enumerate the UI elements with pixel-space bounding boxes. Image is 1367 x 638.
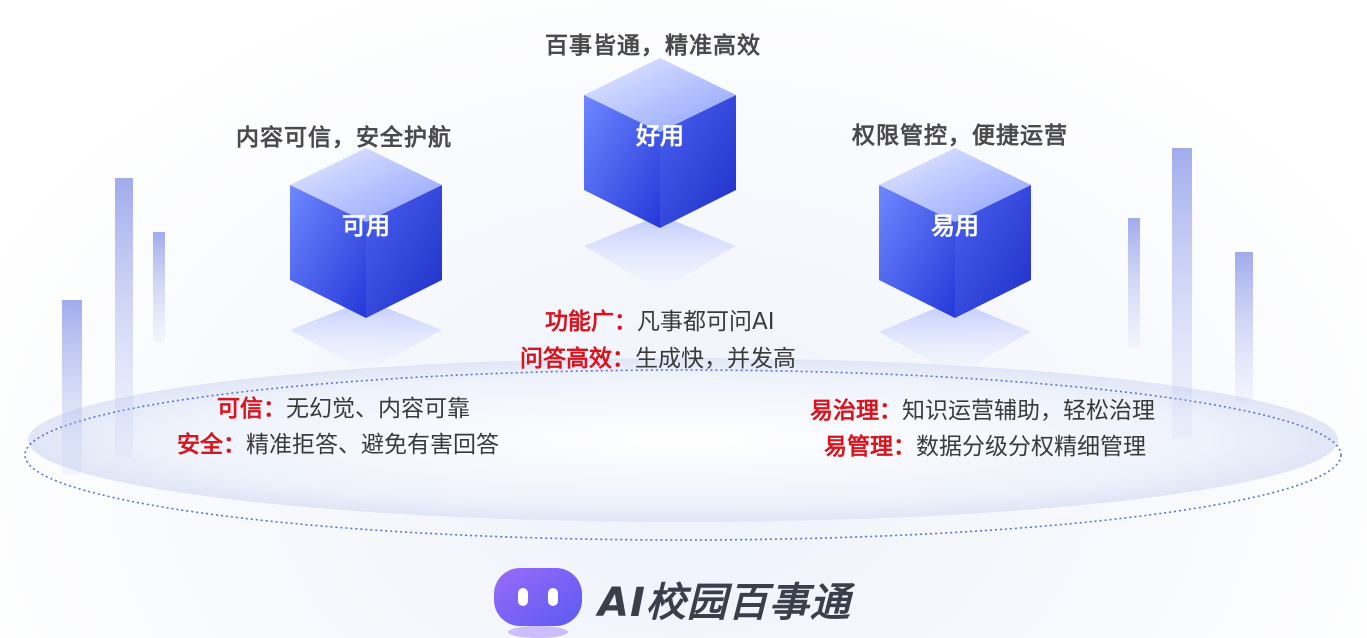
light-bar	[153, 232, 165, 342]
light-bar	[1172, 148, 1192, 438]
cube-reflection	[290, 300, 442, 372]
feature-value: 凡事都可问AI	[637, 309, 775, 335]
feature-line: 易治理：知识运营辅助，轻松治理	[810, 391, 1155, 425]
cube-left-face	[879, 185, 955, 318]
feature-value: 知识运营辅助，轻松治理	[902, 398, 1155, 424]
feature-value: 无幻觉、内容可靠	[286, 396, 470, 422]
cube-right-face	[660, 95, 736, 228]
feature-line: 可信：无幻觉、内容可靠	[217, 389, 470, 423]
cube-haoyong	[584, 58, 736, 290]
cube-label-keyong: 可用	[342, 212, 390, 240]
platform-dotted-ring	[24, 369, 1342, 541]
cube-label-yiyong: 易用	[931, 212, 979, 240]
brand-name: AI校园百事通	[598, 580, 851, 626]
light-bar	[1235, 252, 1253, 402]
cube-yiyong	[879, 148, 1031, 375]
feature-key: 可信：	[217, 396, 286, 422]
cube-label-haoyong: 好用	[636, 122, 684, 150]
cube-left-face	[584, 95, 660, 228]
pillar-heading-haoyong: 百事皆通，精准高效	[545, 33, 761, 59]
platform-disc	[28, 358, 1338, 522]
feature-line: 安全：精准拒答、避免有害回答	[177, 425, 499, 459]
light-bar	[115, 178, 133, 458]
feature-value: 数据分级分权精细管理	[916, 434, 1146, 460]
light-bar	[1128, 218, 1140, 348]
pillar-heading-yiyong: 权限管控，便捷运营	[852, 123, 1068, 149]
robot-face-icon	[494, 568, 582, 638]
feature-value: 精准拒答、避免有害回答	[246, 432, 499, 458]
feature-value: 生成快，并发高	[635, 346, 796, 372]
cube-left-face	[290, 185, 366, 318]
feature-line: 问答高效：生成快，并发高	[520, 339, 796, 373]
feature-line: 易管理：数据分级分权精细管理	[824, 427, 1146, 461]
cube-right-face	[366, 185, 442, 318]
feature-key: 易治理：	[810, 398, 902, 424]
feature-key: 安全：	[177, 432, 246, 458]
light-bar	[62, 300, 82, 475]
feature-key: 功能广：	[545, 309, 637, 335]
pillar-heading-keyong: 内容可信，安全护航	[236, 125, 452, 151]
feature-key: 问答高效：	[520, 346, 635, 372]
cube-reflection	[879, 300, 1031, 375]
feature-key: 易管理：	[824, 434, 916, 460]
cube-keyong	[290, 148, 442, 372]
cube-right-face	[955, 185, 1031, 318]
feature-line: 功能广：凡事都可问AI	[545, 302, 775, 336]
cube-reflection	[584, 215, 736, 290]
